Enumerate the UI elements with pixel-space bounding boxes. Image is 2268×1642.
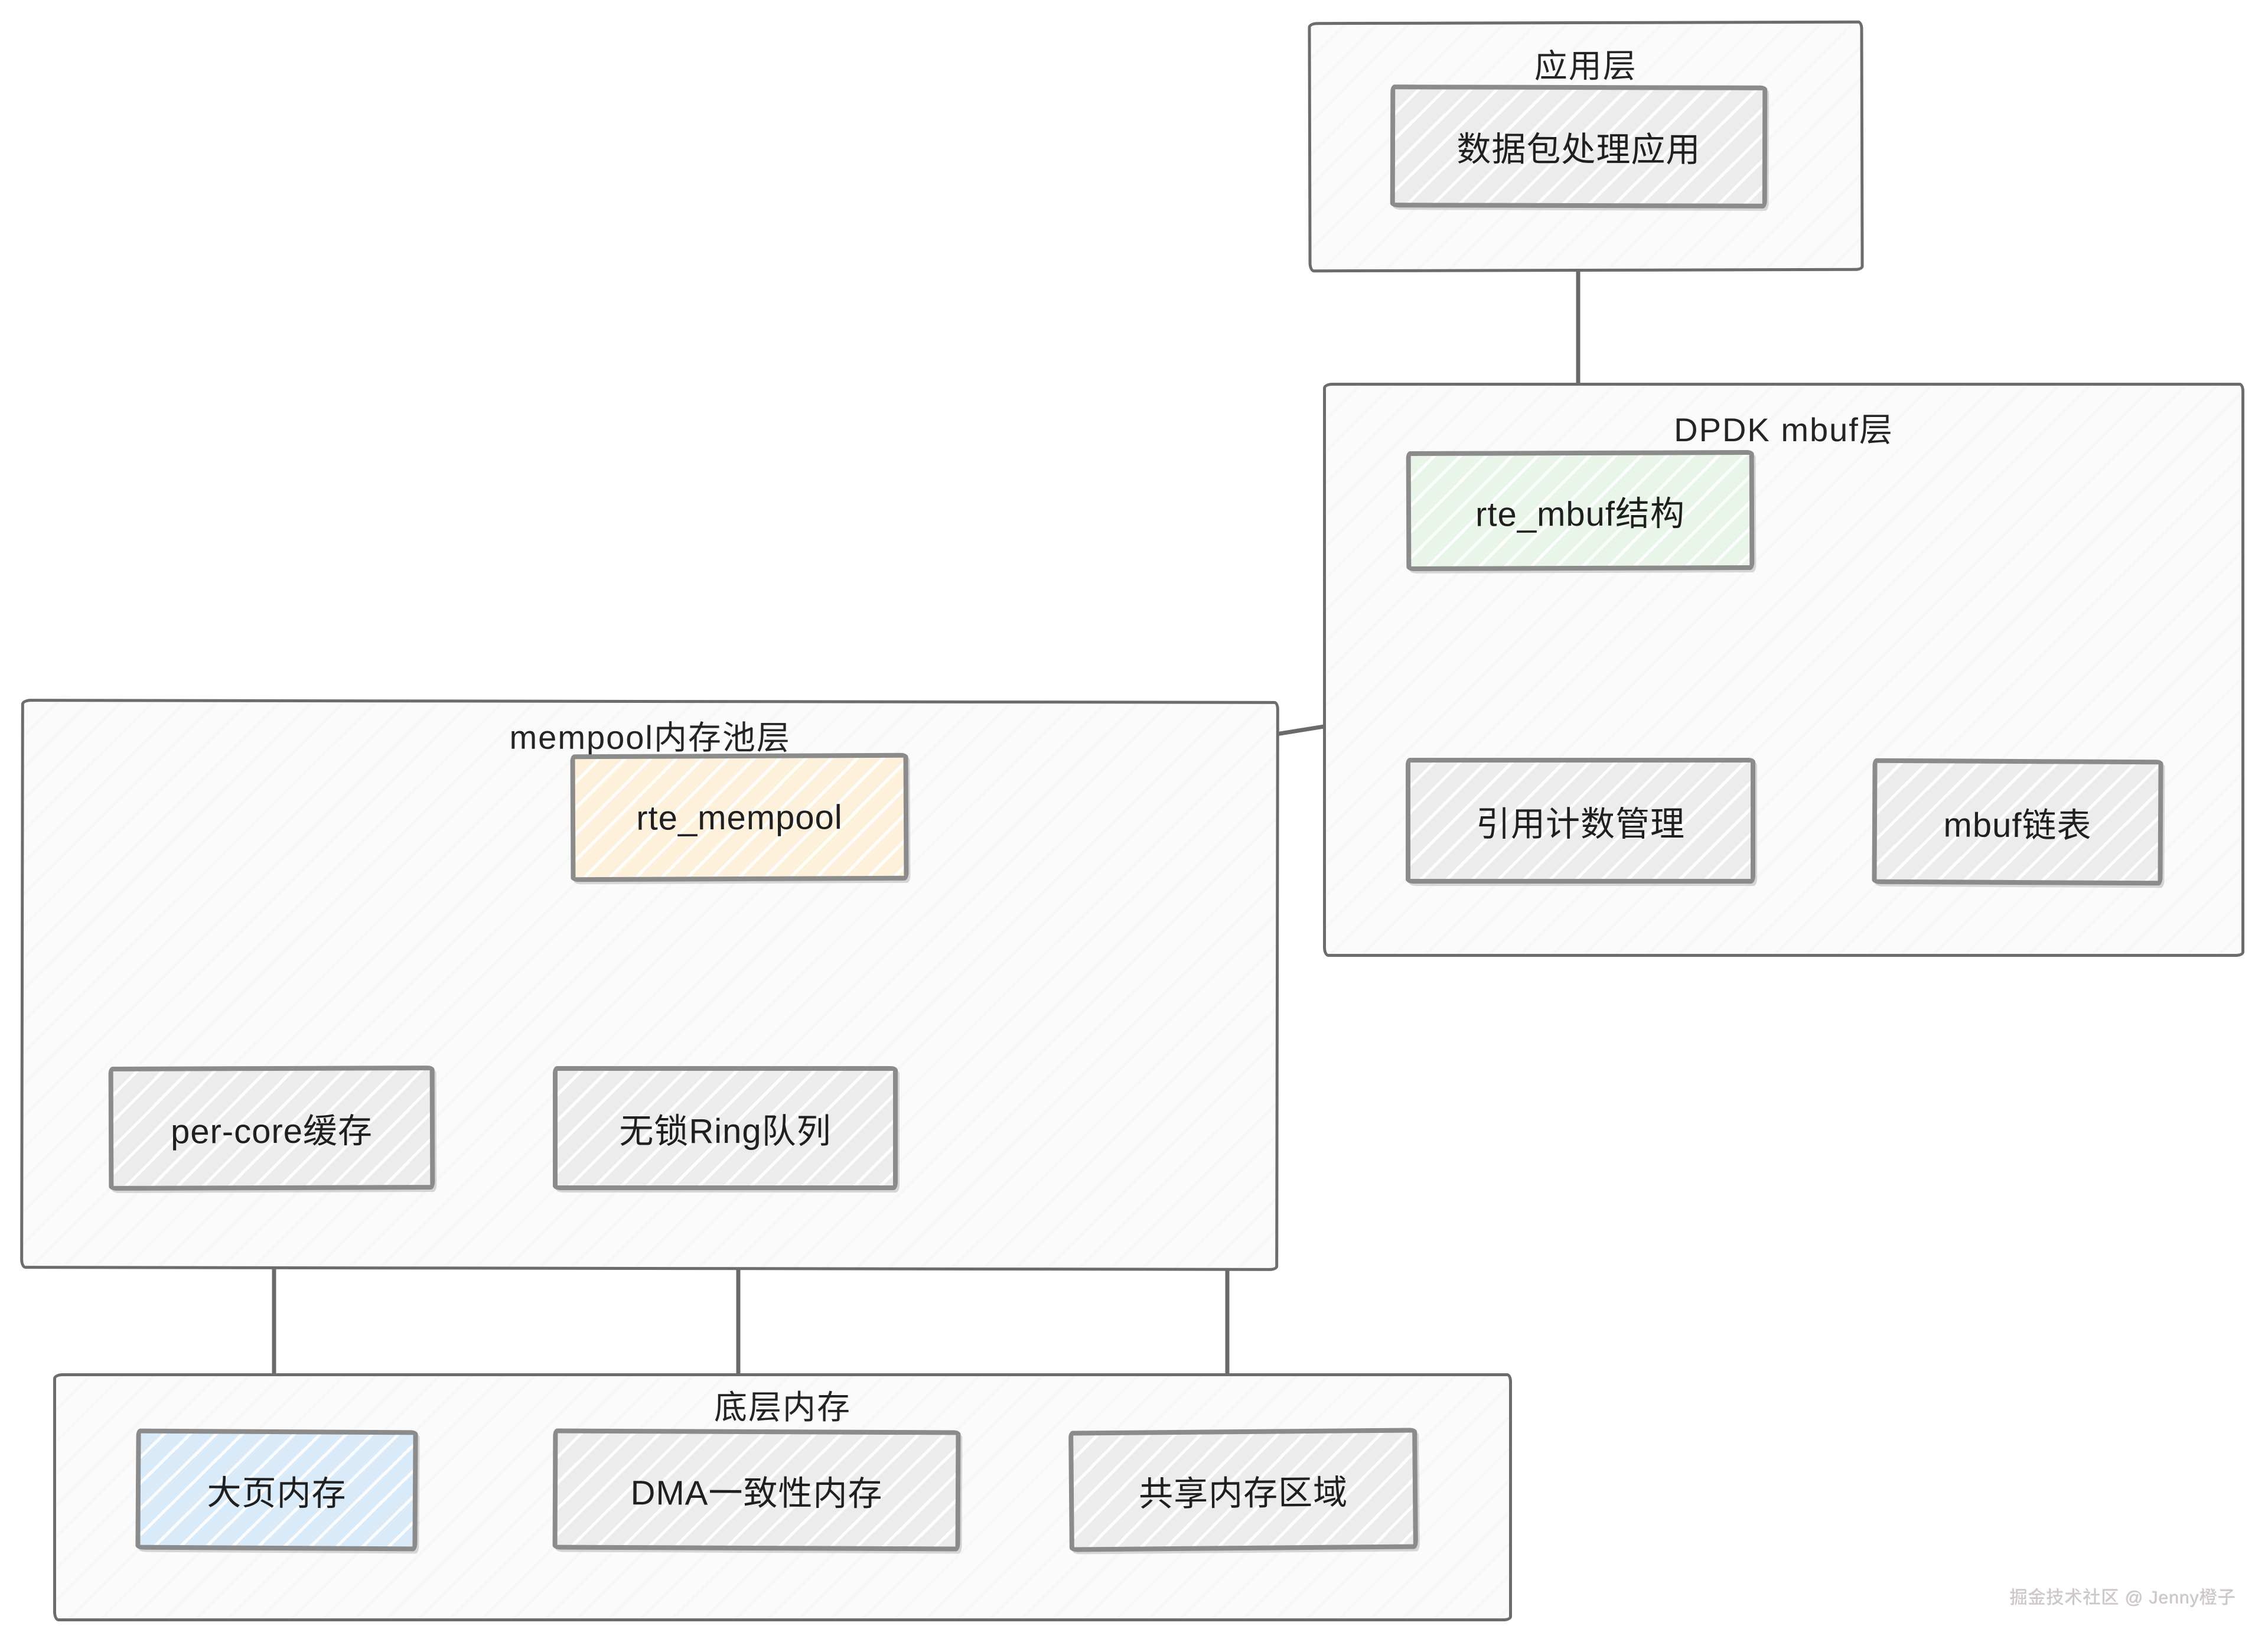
node-lockfree-ring-queue: 无锁Ring队列 [553, 1066, 898, 1190]
node-mbuf-list: mbuf链表 [1872, 758, 2163, 886]
node-label: 数据包处理应用 [1456, 130, 1701, 170]
group-mempool-layer-title: mempool内存池层 [509, 718, 791, 757]
node-packet-processing-app: 数据包处理应用 [1390, 84, 1768, 208]
node-dma-coherent-memory: DMA一致性内存 [552, 1428, 961, 1552]
node-rte-mbuf-struct: rte_mbuf结构 [1406, 449, 1755, 572]
watermark: 掘金技术社区 @ Jenny橙子 [2009, 1588, 2236, 1608]
group-dpdk-mbuf-layer-title: DPDK mbuf层 [1674, 411, 1894, 448]
node-label: DMA一致性内存 [630, 1473, 883, 1513]
node-rte-mempool: rte_mempool [570, 752, 909, 882]
node-label: 无锁Ring队列 [619, 1112, 832, 1151]
node-shared-memory-region: 共享内存区域 [1068, 1428, 1418, 1552]
node-hugepage-memory: 大页内存 [135, 1428, 418, 1552]
node-label: mbuf链表 [1943, 805, 2092, 845]
node-label: 共享内存区域 [1138, 1472, 1348, 1514]
node-label: per-core缓存 [170, 1112, 373, 1151]
group-underlying-memory-layer-title: 底层内存 [714, 1389, 851, 1426]
node-ref-count-management: 引用计数管理 [1406, 758, 1755, 884]
group-app-layer-title: 应用层 [1534, 47, 1637, 85]
node-label: rte_mbuf结构 [1475, 494, 1686, 534]
node-label: 引用计数管理 [1475, 804, 1685, 843]
node-label: rte_mempool [636, 797, 843, 838]
node-label: 大页内存 [207, 1473, 347, 1513]
node-per-core-cache: per-core缓存 [108, 1066, 435, 1191]
